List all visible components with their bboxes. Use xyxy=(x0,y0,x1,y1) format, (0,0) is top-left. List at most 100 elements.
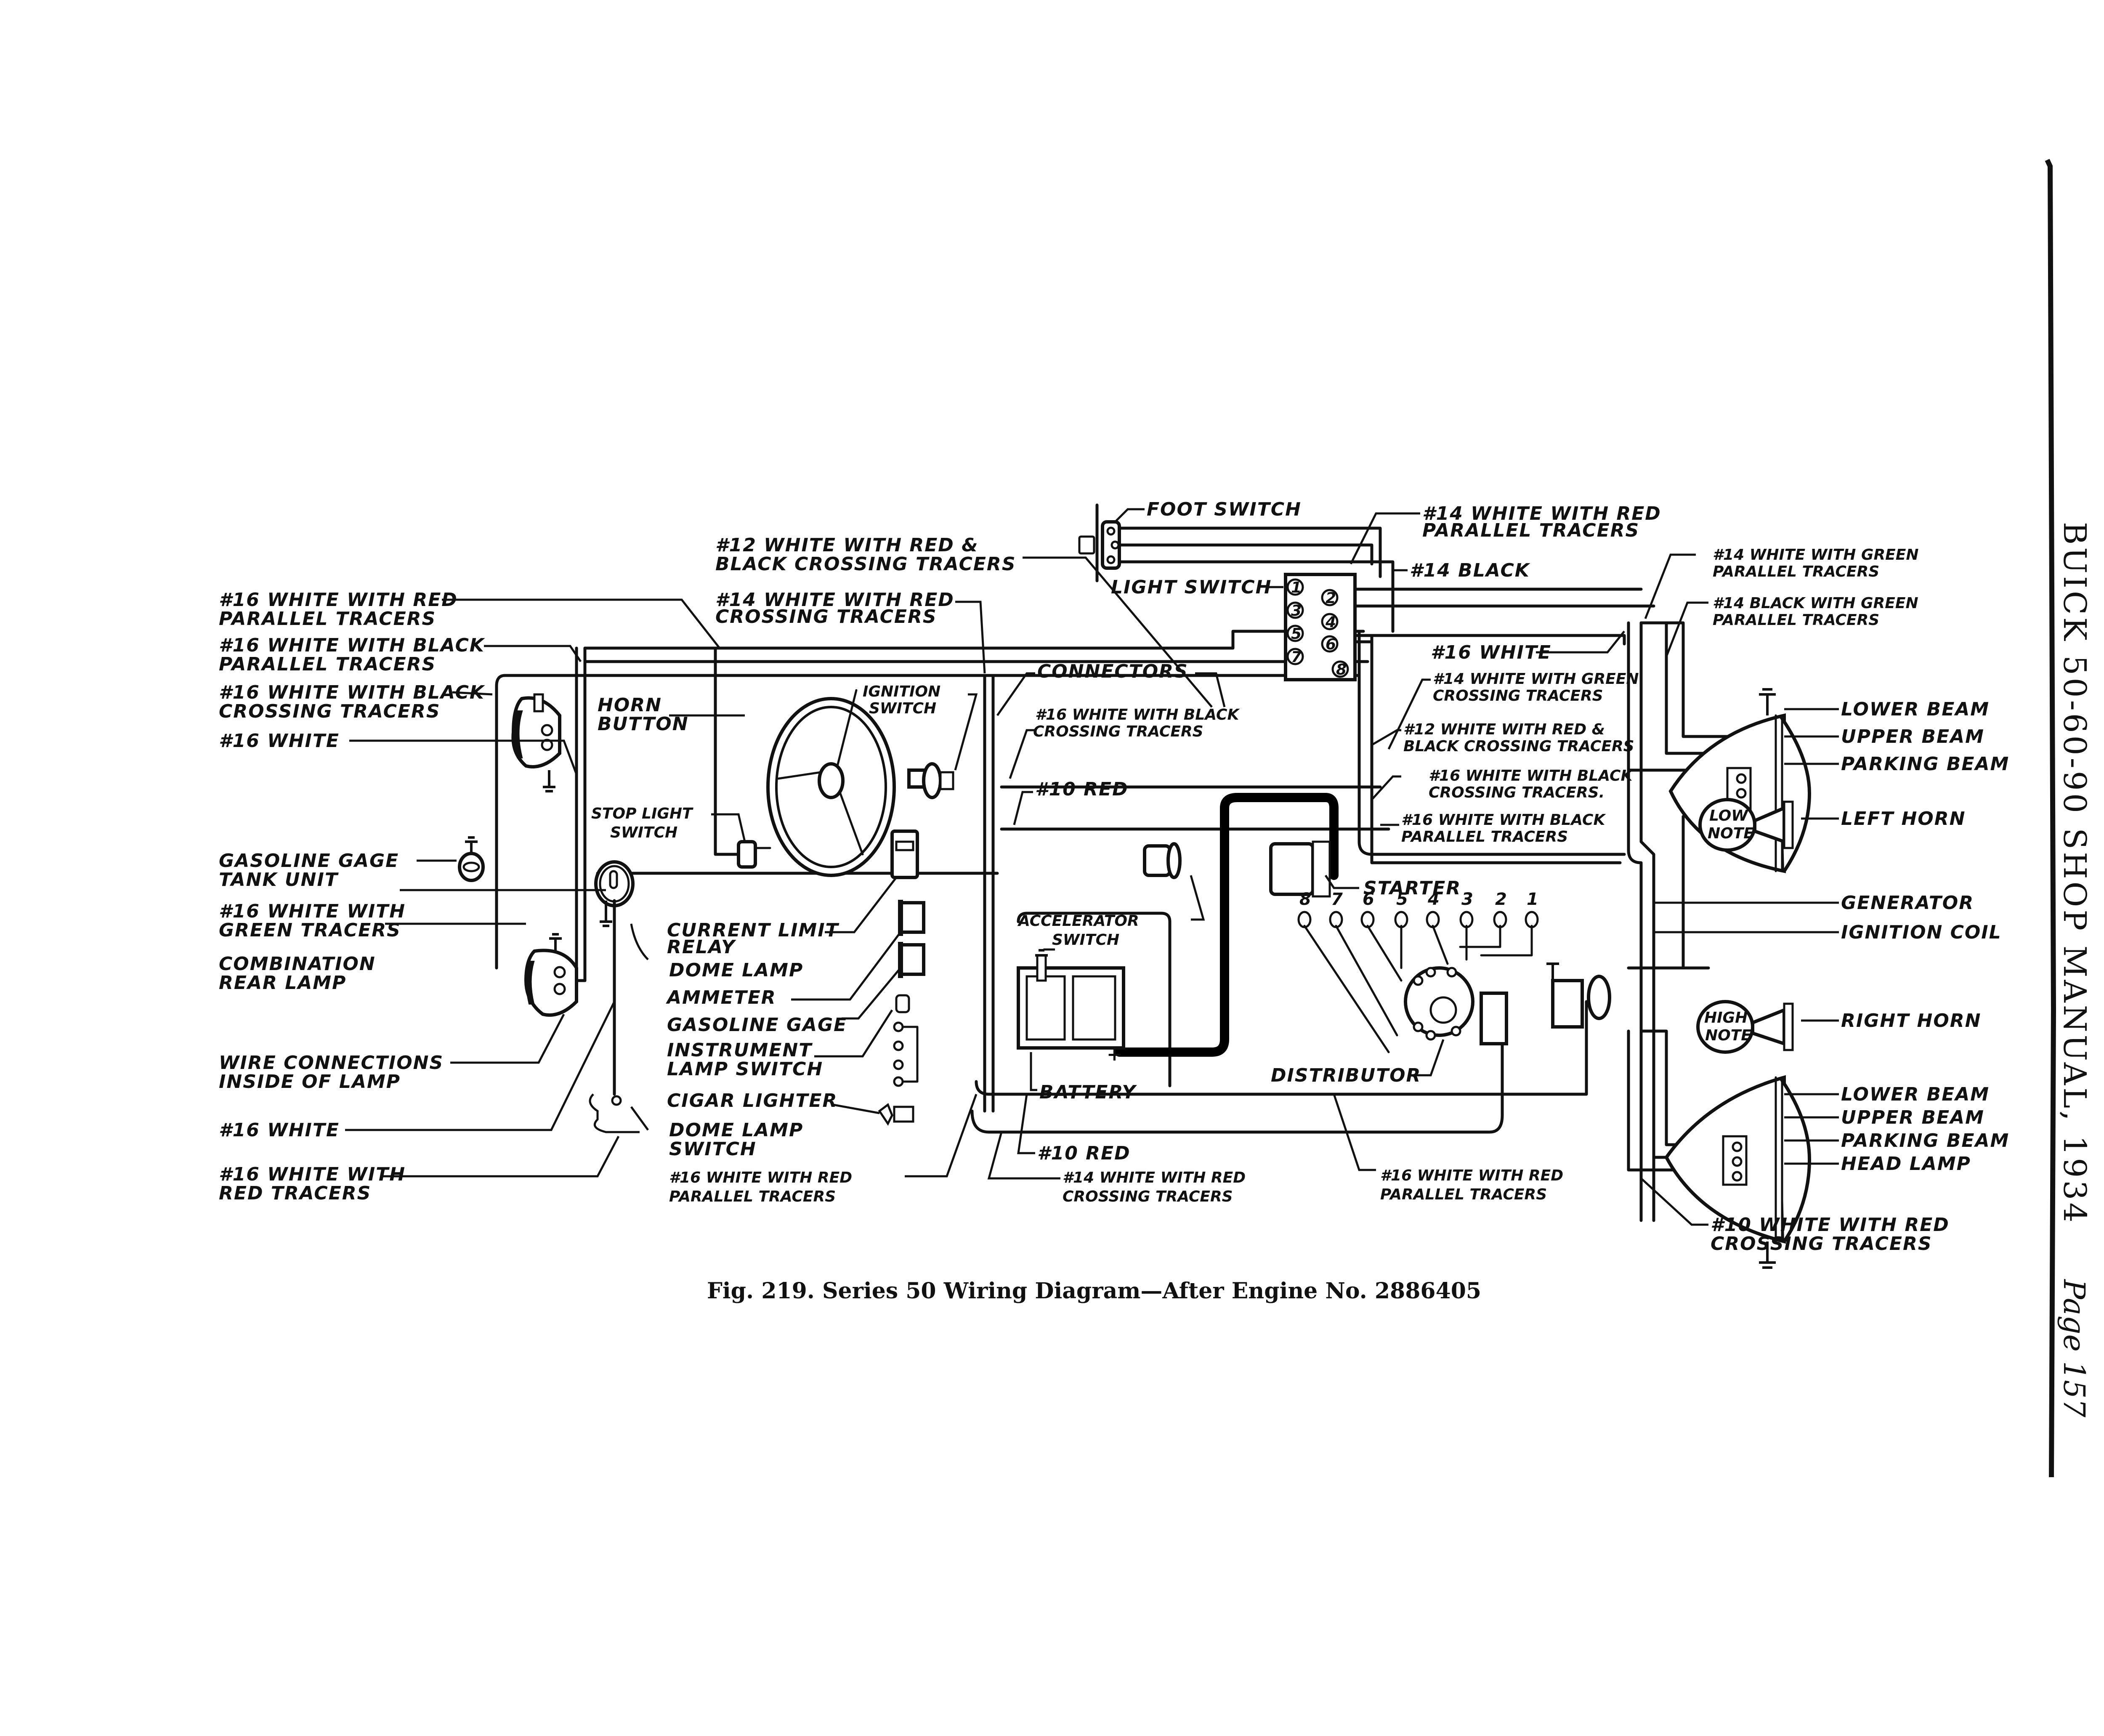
wire-stop-light xyxy=(714,646,742,856)
foot-switch xyxy=(1078,503,1121,582)
label-line2: CROSSING TRACERS xyxy=(1033,723,1203,740)
label-line2: SWITCH xyxy=(869,700,936,717)
wire-upper-headlamp-1 xyxy=(1639,621,1748,738)
label-line2: RELAY xyxy=(667,936,736,958)
label-current-limit-relay: CURRENT LIMIT xyxy=(667,920,839,941)
wire-left-pair xyxy=(575,646,587,982)
horn-low-line1: LOW xyxy=(1709,807,1749,824)
spark-plug: 6 xyxy=(1360,890,1375,928)
label-14-white-green-parallel: #14 WHITE WITH GREEN xyxy=(1713,546,1919,564)
label-wire-connections: WIRE CONNECTIONS xyxy=(219,1052,444,1074)
starter xyxy=(1269,840,1331,898)
label-line2: CROSSING TRACERS xyxy=(1063,1188,1233,1205)
label-16-white-red-parallel-bottom: #16 WHITE WITH RED xyxy=(669,1169,852,1186)
label-accelerator-switch: ACCELERATOR xyxy=(1017,912,1139,930)
terminal-1: 1 xyxy=(1291,579,1302,596)
label-combination-rear-lamp: COMBINATION xyxy=(219,953,376,975)
ignition-switch xyxy=(907,762,954,799)
label-line2: CROSSING TRACERS xyxy=(715,606,937,627)
label-line2: CROSSING TRACERS xyxy=(1433,687,1603,705)
label-14-black: #14 BLACK xyxy=(1410,560,1530,581)
wire-foot-2 xyxy=(1118,543,1373,566)
label-line2: BLACK CROSSING TRACERS xyxy=(1403,738,1634,755)
label-10-red: #10 RED xyxy=(1035,779,1129,800)
dome-lamp-switch xyxy=(589,1093,640,1133)
horn-high-line2: NOTE xyxy=(1705,1027,1751,1044)
label-foot-switch: FOOT SWITCH xyxy=(1147,499,1302,520)
label-horn-button: HORN xyxy=(598,694,662,716)
label-14-white-red-parallel: #14 WHITE WITH RED xyxy=(1422,503,1661,524)
light-switch: 1 2 3 4 5 6 7 8 xyxy=(1284,573,1357,681)
label-gasoline-gage: GASOLINE GAGE xyxy=(667,1014,847,1036)
label-14-white-red-crossing-bottom: #14 WHITE WITH RED xyxy=(1063,1169,1246,1186)
figure-caption: Fig. 219. Series 50 Wiring Diagram—After… xyxy=(707,1278,1481,1304)
plug-label: 8 xyxy=(1299,890,1311,909)
plug-label: 6 xyxy=(1363,890,1374,909)
distributor xyxy=(1404,966,1474,1041)
label-16-white-black-parallel-right: #16 WHITE WITH BLACK xyxy=(1401,811,1606,829)
labels-center-right: #16 WHITE #14 WHITE WITH GREEN CROSSING … xyxy=(1017,642,1639,1103)
label-line2: TANK UNIT xyxy=(219,869,339,891)
label-line2: LAMP SWITCH xyxy=(667,1058,823,1080)
running-header-title: BUICK 50-60-90 SHOP MANUAL, 1934 xyxy=(2056,522,2093,1225)
label-light-switch: LIGHT SWITCH xyxy=(1111,577,1272,598)
wire-lower-bus-2 xyxy=(970,1008,1504,1134)
labels-right: #14 WHITE WITH GREEN PARALLEL TRACERS #1… xyxy=(1711,546,2008,1255)
label-16-white-black-crossing-right: #16 WHITE WITH BLACK xyxy=(1429,767,1634,784)
spark-plug: 2 xyxy=(1493,890,1507,928)
label-line2: BUTTON xyxy=(598,713,689,735)
ammeter xyxy=(898,900,925,936)
dome-lamp xyxy=(594,860,635,1096)
horn-high: HIGH NOTE xyxy=(1696,1000,1794,1054)
label-ignition-coil: IGNITION COIL xyxy=(1841,922,2002,943)
label-16-white-black-crossing-top: #16 WHITE WITH BLACK xyxy=(1035,706,1240,723)
spark-plug: 1 xyxy=(1525,890,1539,928)
terminal-2: 2 xyxy=(1326,590,1336,607)
battery: − + xyxy=(1017,938,1125,1065)
horn-low: LOW NOTE xyxy=(1698,798,1794,852)
label-gasoline-gage-tank-unit: GASOLINE GAGE xyxy=(219,850,399,872)
label-16-white-right: #16 WHITE xyxy=(1431,642,1551,663)
terminal-8: 8 xyxy=(1336,661,1347,678)
battery-cable xyxy=(1115,793,1339,1057)
label-16-white-black-parallel: #16 WHITE WITH BLACK xyxy=(219,635,485,656)
label-12-white-red-black-crossing: #12 WHITE WITH RED & xyxy=(715,534,979,556)
label-line2: PARALLEL TRACERS xyxy=(1422,520,1639,541)
label-16-white: #16 WHITE xyxy=(219,730,340,752)
instrument-lamps xyxy=(893,994,919,1087)
spark-plug: 7 xyxy=(1329,890,1343,928)
label-line2: RED TRACERS xyxy=(219,1183,371,1204)
label-16-white-red-parallel: #16 WHITE WITH RED xyxy=(219,589,458,611)
plug-label: 5 xyxy=(1396,890,1408,909)
wire-foot-3 xyxy=(1113,560,1395,633)
terminal-6: 6 xyxy=(1326,636,1336,653)
light-switch-terminals: 1 2 3 4 5 6 7 8 xyxy=(1286,578,1349,678)
label-line2: SWITCH xyxy=(1052,931,1119,949)
label-line2: CROSSING TRACERS xyxy=(219,701,441,722)
label-battery: BATTERY xyxy=(1039,1082,1137,1103)
label-14-white-green-crossing: #14 WHITE WITH GREEN xyxy=(1433,670,1639,688)
spark-plug: 3 xyxy=(1459,890,1474,928)
label-lower-beam-lower: LOWER BEAM xyxy=(1841,1084,1990,1105)
label-starter: STARTER xyxy=(1363,877,1461,899)
margin-rule xyxy=(2045,159,2056,1478)
wire-right-return-2 xyxy=(1370,634,1622,864)
label-16-white-black-crossing: #16 WHITE WITH BLACK xyxy=(219,682,485,703)
steering-wheel xyxy=(766,689,896,877)
label-line2: SWITCH xyxy=(610,824,677,841)
plug-wires xyxy=(1303,925,1533,1053)
plug-label: 2 xyxy=(1495,890,1507,909)
gasoline-gage-tank-unit xyxy=(458,852,485,882)
label-upper-beam-upper: UPPER BEAM xyxy=(1841,726,1984,747)
label-16-white-2: #16 WHITE xyxy=(219,1119,340,1141)
label-head-lamp: HEAD LAMP xyxy=(1841,1153,1971,1175)
terminal-4: 4 xyxy=(1325,614,1336,631)
label-14-black-green-parallel: #14 BLACK WITH GREEN xyxy=(1713,595,1918,612)
wire-battery-box xyxy=(1017,912,1172,1087)
leader-lines xyxy=(345,508,1839,1226)
label-lower-beam-upper: LOWER BEAM xyxy=(1841,699,1990,720)
label-line2: PARALLEL TRACERS xyxy=(669,1188,836,1205)
label-line2: PARALLEL TRACERS xyxy=(1713,563,1879,580)
